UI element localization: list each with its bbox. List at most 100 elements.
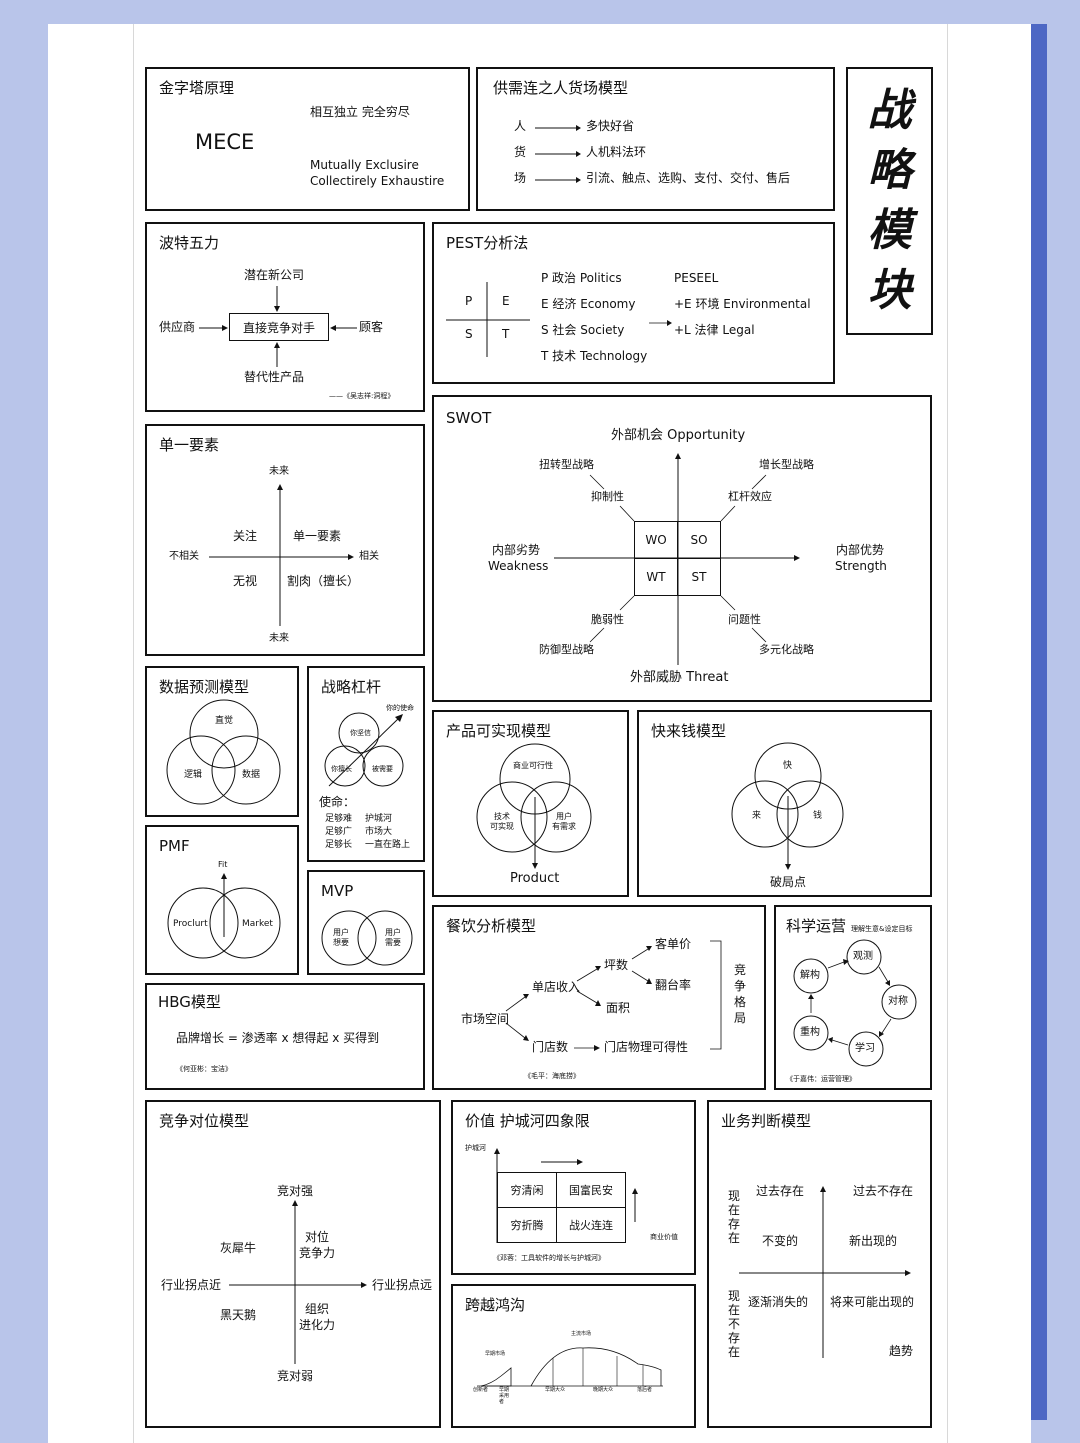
title-char: 块 xyxy=(867,265,912,316)
mece-en-2: Collectirely Exhaustire xyxy=(310,174,445,188)
swot-top: 外部机会 Opportunity xyxy=(611,428,746,443)
single-right: 相关 xyxy=(359,551,379,562)
card-title: PEST分析法 xyxy=(446,234,529,252)
pest-axes xyxy=(446,282,672,357)
food-turn: 翻台率 xyxy=(655,978,692,992)
moat-card: 价值 护城河四象限 护城河 商业价值 穷清闲 国富民安 穷折腾 战火连连 《邓蓉… xyxy=(451,1100,696,1275)
pest-s: S xyxy=(465,327,473,341)
biz-v1: 在 xyxy=(728,1231,741,1245)
mece-cn: 相互独立 完全穷尽 xyxy=(310,105,410,119)
biz-trend: 趋势 xyxy=(889,1344,914,1358)
single-axes xyxy=(209,484,354,626)
card-title: 餐饮分析模型 xyxy=(446,917,537,935)
porter-right: 顾客 xyxy=(359,320,384,334)
biz-v2: 在 xyxy=(728,1303,741,1317)
mece-label: MECE xyxy=(195,130,255,154)
porter-bottom: 替代性产品 xyxy=(244,370,305,384)
food-comp: 竞 xyxy=(734,963,747,977)
swot-bottom: 外部威胁 Threat xyxy=(630,670,729,685)
chasm-label: 早期采用者 xyxy=(499,1387,510,1405)
supply-key: 场 xyxy=(514,171,527,185)
pest-item: T 技术 Technology xyxy=(541,349,648,363)
card-title: MVP xyxy=(321,882,354,900)
pest-item: P 政治 Politics xyxy=(541,271,622,285)
compete-q2a: 对位 xyxy=(305,1230,330,1244)
money-venn xyxy=(731,742,844,870)
food-stores: 门店数 xyxy=(532,1040,569,1054)
swot-bl-2: 防御型战略 xyxy=(539,643,594,656)
pmf-fit: Fit xyxy=(218,860,228,869)
biz-v2: 存 xyxy=(728,1331,741,1345)
pest-card: PEST分析法 P E S T P 政治 Politics E 经济 Econo… xyxy=(432,222,835,384)
ops-n3: 对称 xyxy=(888,996,908,1007)
supply-arrows xyxy=(535,125,581,183)
mvp-a2: 想要 xyxy=(333,938,349,947)
swot-tl-2: 抑制性 xyxy=(591,490,624,503)
forecast-card: 数据预测模型 直觉 逻辑 数据 xyxy=(145,666,299,817)
biz-q2: 新出现的 xyxy=(849,1234,898,1248)
card-title: 科学运营 xyxy=(786,917,847,935)
biz-v2: 现 xyxy=(728,1289,741,1303)
pyramid-card: 金字塔原理 MECE 相互独立 完全穷尽 Mutually Exclusire … xyxy=(145,67,470,211)
product-r1: 用户 xyxy=(556,812,572,821)
pest-ext: +E 环境 Environmental xyxy=(674,297,811,311)
swot-left-2: Weakness xyxy=(488,559,549,573)
lever-l2: 足够广 xyxy=(325,827,353,837)
pmf-a: Proclurt xyxy=(173,919,208,929)
food-rev: 单店收入 xyxy=(532,980,581,994)
swot-tr-1: 增长型战略 xyxy=(759,458,814,471)
money-right: 钱 xyxy=(813,811,823,821)
card-title: 金字塔原理 xyxy=(159,79,235,97)
moat-y: 护城河 xyxy=(465,1144,486,1152)
money-left: 来 xyxy=(752,811,762,821)
lever-c1: 你坚信 xyxy=(350,729,371,737)
card-title: 战略杠杆 xyxy=(321,678,382,696)
food-card: 餐饮分析模型 市场空间 单店收入 门店数 门店物理可得性 坪数 面积 客单价 翻… xyxy=(432,905,766,1090)
ops-n1: 观测 xyxy=(853,951,873,962)
supply-value: 人机料法环 xyxy=(586,145,647,159)
chasm-label: 晚期大众 xyxy=(593,1387,614,1393)
card-title: PMF xyxy=(159,837,190,855)
hbg-card: HBG模型 品牌增长 = 渗透率 x 想得起 x 买得到 《何亚彬：宝洁》 xyxy=(145,983,425,1090)
lever-c3: 被需要 xyxy=(372,765,393,773)
chasm-card: 跨越鸿沟 主流市场 早期市场 创新者 早期采用者 早期大众 晚期大众 落后者 xyxy=(451,1284,696,1428)
compete-q1: 灰犀牛 xyxy=(220,1241,257,1255)
product-l1: 技术 xyxy=(494,812,510,821)
product-venn xyxy=(476,743,592,869)
swot-card: SWOT 外部机会 Opportunity 外部威胁 Threat 内部劣势 W… xyxy=(432,395,932,702)
card-title: 快来钱模型 xyxy=(651,722,727,740)
lever-c2: 你擅长 xyxy=(331,765,352,773)
product-card: 产品可实现模型 商业可行性 技术 可实现 用户 有需求 Product xyxy=(432,710,629,897)
lever-l1: 足够难 xyxy=(325,814,353,824)
swot-right-2: Strength xyxy=(835,559,887,573)
card-title: 单一要素 xyxy=(159,436,220,454)
food-market: 市场空间 xyxy=(461,1012,510,1026)
citation: 《何亚彬：宝洁》 xyxy=(176,1065,232,1073)
lever-venn xyxy=(324,712,404,787)
moat-x: 商业价值 xyxy=(650,1233,678,1241)
porter-top: 潜在新公司 xyxy=(244,268,305,282)
single-q4: 割肉（擅长） xyxy=(287,574,360,588)
compete-q3: 黑天鹅 xyxy=(220,1308,257,1322)
compete-left: 行业拐点近 xyxy=(161,1278,222,1292)
right-accent-strip xyxy=(1031,24,1047,1420)
single-top: 未来 xyxy=(269,466,289,477)
pest-item: E 经济 Economy xyxy=(541,297,636,311)
compete-right: 行业拐点远 xyxy=(372,1278,433,1292)
food-area: 面积 xyxy=(606,1001,631,1015)
porter-center: 直接竞争对手 xyxy=(229,313,329,341)
title-char: 模 xyxy=(867,205,912,256)
forecast-b: 逻辑 xyxy=(184,770,203,780)
pest-item: S 社会 Society xyxy=(541,323,625,337)
product-l2: 可实现 xyxy=(490,822,514,831)
pmf-venn xyxy=(167,873,281,959)
supply-value: 引流、触点、选购、支付、交付、售后 xyxy=(586,171,791,185)
chasm-peak: 主流市场 xyxy=(571,1331,592,1337)
moat-axes xyxy=(494,1148,638,1243)
chasm-label: 早期大众 xyxy=(545,1387,566,1393)
ops-card: 科学运营 理解生意&设定目标 观测 解构 对称 重构 学习 《于嘉伟：运营管理》 xyxy=(774,905,932,1090)
citation: 《于嘉伟：运营管理》 xyxy=(786,1075,856,1083)
supply-value: 多快好省 xyxy=(586,119,635,133)
biz-v2: 不 xyxy=(728,1317,741,1331)
moat-c4: 战火连连 xyxy=(556,1207,626,1243)
